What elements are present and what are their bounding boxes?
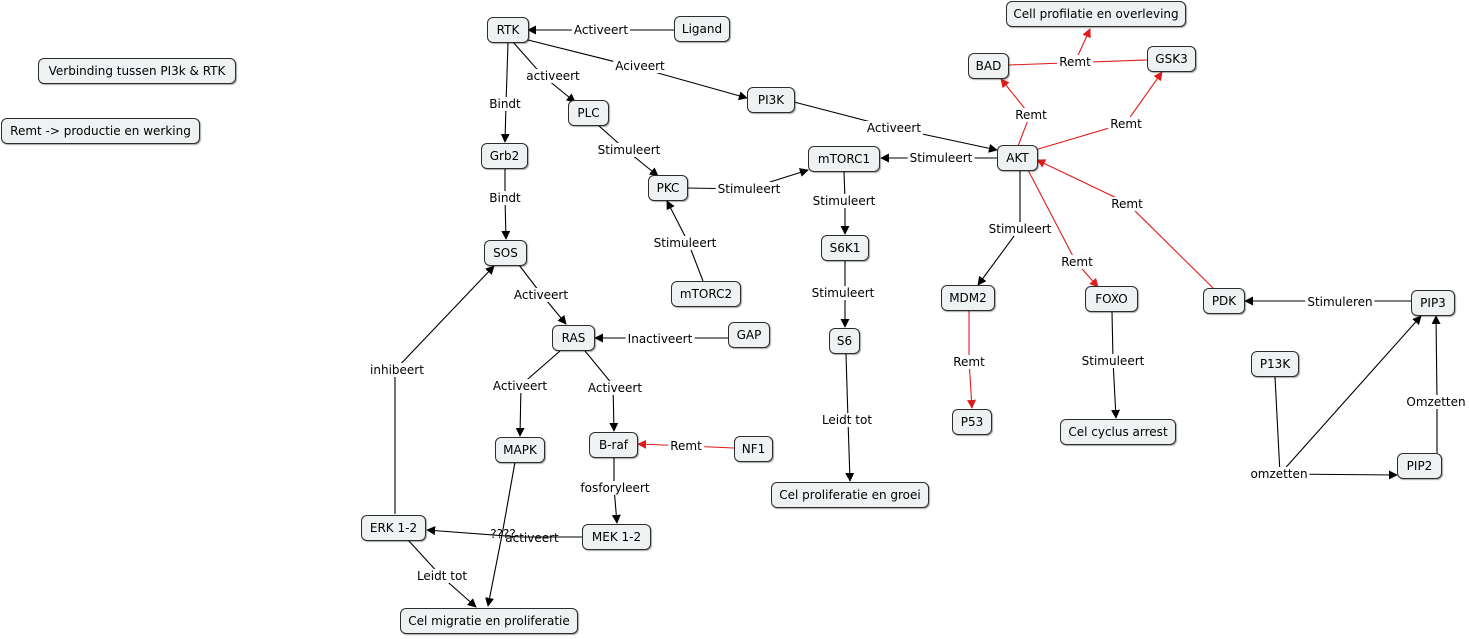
label-stimuleert-akt-mtorc1: Stimuleert [907,151,975,165]
label-aciveert-pi3k: Aciveert [613,59,667,73]
label-stimuleert-akt-mdm2: Stimuleert [986,222,1054,236]
label-stimuleert-foxo: Stimuleert [1079,354,1147,368]
label-remt-akt-gsk3: Remt [1108,117,1144,131]
node-mek[interactable]: MEK 1-2 [582,524,651,550]
node-sos[interactable]: SOS [484,240,527,266]
edge-akt-gsk3 [1034,71,1163,151]
node-mdm2[interactable]: MDM2 [941,285,995,311]
node-p53[interactable]: P53 [952,409,992,435]
label-bindt-sos: Bindt [487,191,523,205]
label-leidt-tot-s6: Leidt tot [819,413,875,427]
node-pkc[interactable]: PKC [648,175,688,201]
node-braf[interactable]: B-raf [589,432,638,458]
node-gsk3[interactable]: GSK3 [1147,46,1196,72]
edge-rtk-grb2 [500,42,510,143]
node-s6[interactable]: S6 [829,328,860,354]
label-remt-bad-gsk3: Remt [1057,55,1093,69]
edge-erk-sos [394,265,495,514]
node-grb2[interactable]: Grb2 [481,143,528,169]
label-activeert-sos-ras: Activeert [511,288,571,302]
edge-mapk-migratie [485,461,516,607]
node-s6k1[interactable]: S6K1 [821,235,869,261]
label-activeert-plc: activeert [524,69,582,83]
label-omzetten-p13k: omzetten [1248,467,1310,481]
label-remt-nf1: Remt [668,439,704,453]
edge-mek-erk [426,526,582,538]
node-plc[interactable]: PLC [568,100,609,126]
edge-ras-mapk [515,350,561,437]
label-activeert-ras-mapk: Activeert [490,379,550,393]
label-stimuleert-s6k1-s6: Stimuleert [809,286,877,300]
label-inactiveert-gap: Inactiveert [625,332,695,346]
node-mtorc1[interactable]: mTORC1 [808,146,880,172]
label-omzetten-pip2-pip3: Omzetten [1404,395,1468,409]
edge-omzetten-pip3 [1279,315,1422,475]
node-p13k[interactable]: P13K [1251,351,1299,377]
node-erk[interactable]: ERK 1-2 [361,515,426,541]
node-cel-migratie[interactable]: Cel migratie en proliferatie [400,608,578,634]
label-stimuleert-pkc-mtorc1: Stimuleert [715,182,783,196]
label-stimuleert-plc-pkc: Stimuleert [595,143,663,157]
node-verbinding[interactable]: Verbinding tussen PI3k & RTK [38,58,236,84]
label-remt-akt-bad: Remt [1013,108,1049,122]
label-bindt-grb2: Bindt [487,97,523,111]
node-nf1[interactable]: NF1 [734,436,773,462]
node-cel-cyclus-arrest[interactable]: Cel cyclus arrest [1060,419,1176,445]
node-ras[interactable]: RAS [552,325,595,351]
label-stimuleert-mtorc1-s6k1: Stimuleert [810,194,878,208]
node-akt[interactable]: AKT [997,145,1038,171]
node-ligand[interactable]: Ligand [674,16,730,42]
node-cel-proliferatie-groei[interactable]: Cel proliferatie en groei [771,482,929,508]
label-vraag: ???? [490,527,516,541]
label-remt-mdm2-p53: Remt [951,355,987,369]
label-fosforyleert: fosforyleert [578,481,652,495]
node-bad[interactable]: BAD [968,53,1009,79]
node-foxo[interactable]: FOXO [1085,286,1138,312]
edge-p13k-pip2 [1274,376,1398,480]
node-rtk[interactable]: RTK [487,17,529,43]
node-gap[interactable]: GAP [728,322,770,348]
label-activeert-ligand: Activeert [571,23,631,37]
label-activeert-mek-erk: activeert [505,531,559,545]
node-pip2[interactable]: PIP2 [1397,453,1442,479]
label-activeert-pi3k-akt: Activeert [864,121,924,135]
edge-pip2-pip3 [1431,315,1441,453]
node-pi3k[interactable]: PI3K [747,87,795,113]
node-mapk[interactable]: MAPK [495,437,545,463]
node-remt-legend[interactable]: Remt -> productie en werking [1,118,200,144]
node-mtorc2[interactable]: mTORC2 [671,281,741,307]
label-stimuleren-pip3-pdk: Stimuleren [1305,295,1375,309]
label-remt-pdk-akt: Remt [1109,197,1145,211]
label-stimuleert-mtorc2-pkc: Stimuleert [651,236,719,250]
label-activeert-ras-braf: Activeert [585,381,645,395]
label-remt-akt-foxo: Remt [1059,255,1095,269]
label-inhibeert: inhibeert [368,363,426,377]
node-cell-profilatie-overleving[interactable]: Cell profilatie en overleving [1006,1,1186,27]
node-pdk[interactable]: PDK [1203,288,1245,314]
label-leidt-tot-erk: Leidt tot [414,569,470,583]
node-pip3[interactable]: PIP3 [1411,290,1455,316]
